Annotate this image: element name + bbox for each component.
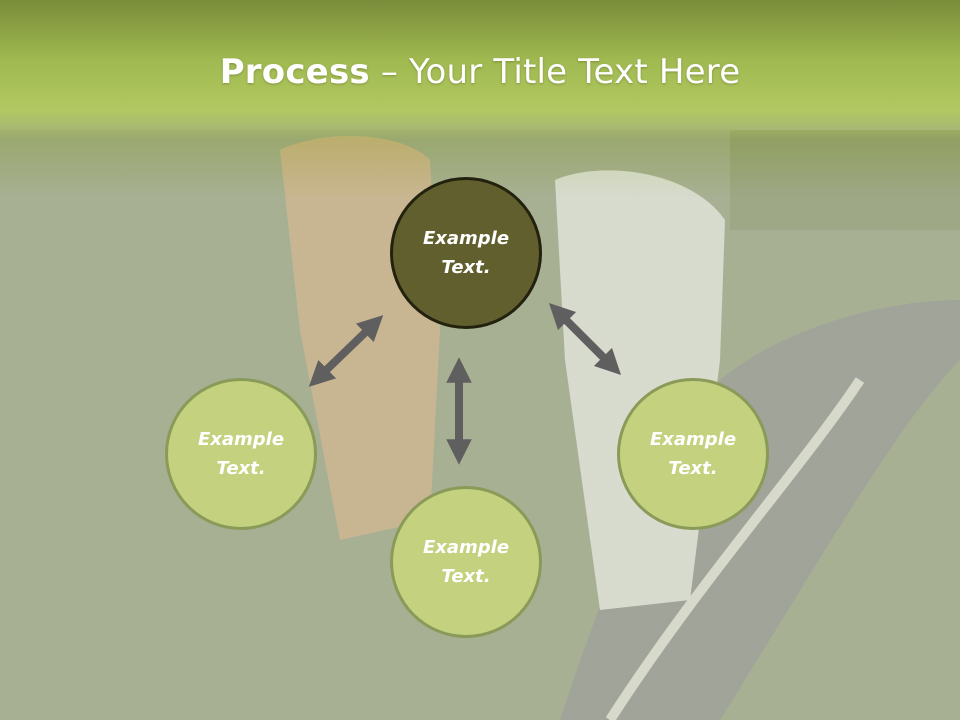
process-node-bottom: Example Text. <box>390 486 542 638</box>
arrow-top-right <box>548 302 622 376</box>
node-right-line2: Text. <box>668 458 718 479</box>
process-node-right: Example Text. <box>617 378 769 530</box>
node-top-line1: Example <box>422 228 510 249</box>
title-rest: – Your Title Text Here <box>369 52 741 92</box>
node-bottom-line2: Text. <box>441 566 491 587</box>
node-left-line2: Text. <box>216 458 266 479</box>
slide-title: Process – Your Title Text Here <box>0 52 960 92</box>
node-right-line1: Example <box>649 429 737 450</box>
process-node-left: Example Text. <box>165 378 317 530</box>
node-left-line1: Example <box>197 429 285 450</box>
node-bottom-line1: Example <box>422 537 510 558</box>
arrow-top-left <box>308 315 384 387</box>
title-bold: Process <box>219 52 370 92</box>
node-top-line2: Text. <box>441 257 491 278</box>
process-node-top: Example Text. <box>390 177 542 329</box>
